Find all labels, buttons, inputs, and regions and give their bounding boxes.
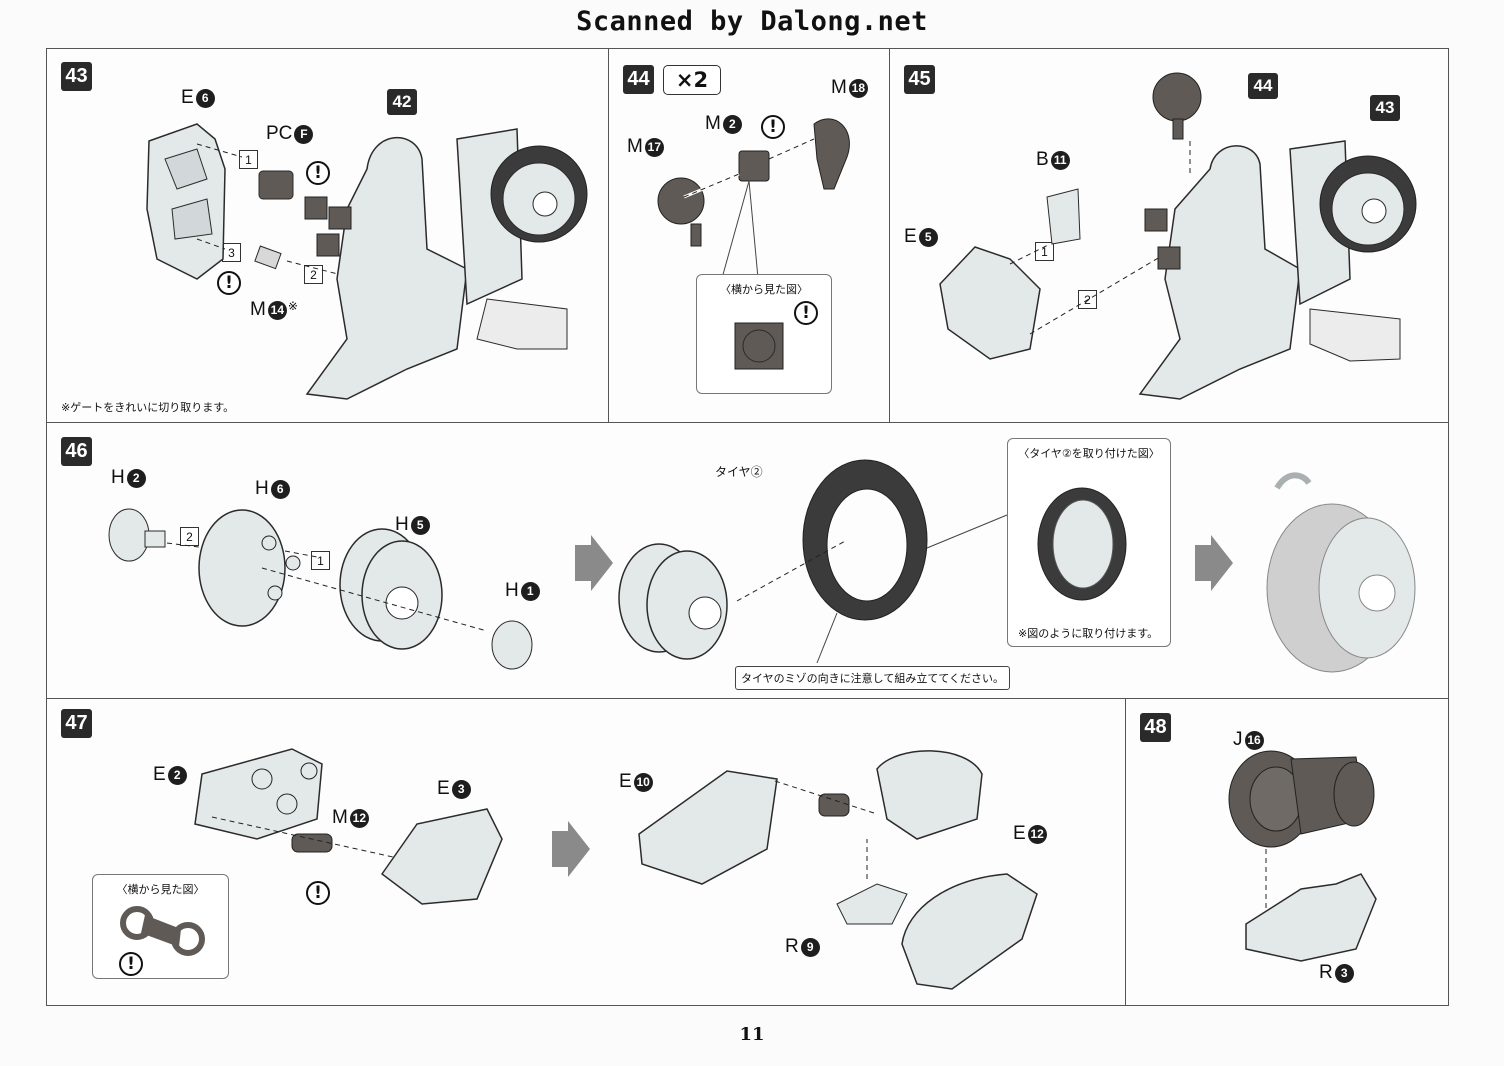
step-number: 44 — [623, 65, 654, 94]
assembly-45-illustration — [939, 72, 1417, 400]
step-number: 47 — [61, 709, 92, 738]
order-marker-1: 1 — [1035, 242, 1054, 261]
side-view-inset: 〈横から見た図〉 ! — [696, 274, 832, 394]
step-number: 45 — [904, 65, 935, 94]
scan-credit: Scanned by Dalong.net — [576, 6, 928, 37]
inset-title: 〈横から見た図〉 — [720, 283, 808, 296]
page-number: 11 — [739, 1024, 765, 1045]
step-number: 43 — [61, 62, 92, 91]
order-marker-2: 2 — [304, 265, 323, 284]
step-number: 48 — [1140, 713, 1171, 742]
inset-title: 〈タイヤ②を取り付けた図〉 — [1018, 447, 1160, 460]
quantity-multiplier: ×2 — [663, 65, 721, 95]
side-view-inset: 〈横から見た図〉 ! — [92, 874, 229, 979]
warning-icon: ! — [119, 952, 143, 976]
step-45-panel: 45 44 43 B11 E5 1 2 — [889, 48, 1449, 423]
step-number: 46 — [61, 437, 92, 466]
part-e6-illustration — [146, 123, 366, 282]
side-view-part — [120, 906, 205, 956]
assembly-48-illustration — [1228, 750, 1377, 962]
part-assembly-illustration — [657, 118, 850, 290]
step-43-note: ※ゲートをきれいに切り取ります。 — [61, 401, 235, 414]
wheel-parts-illustration — [108, 459, 1416, 673]
tire-attached-inset: 〈タイヤ②を取り付けた図〉 ※図のように取り付けます。 — [1007, 438, 1171, 647]
assembly-ref-42: 42 — [387, 89, 417, 115]
gearbox-parts-illustration — [194, 748, 1038, 990]
warning-icon: ! — [306, 161, 330, 185]
assembly-ref-44: 44 — [1248, 73, 1278, 99]
warning-icon: ! — [217, 271, 241, 295]
inset-title: 〈横から見た図〉 — [116, 883, 205, 896]
tire-tread-caution: タイヤのミゾの向きに注意して組み立ててください。 — [735, 666, 1011, 690]
order-marker-1: 1 — [239, 150, 258, 169]
order-marker-1: 1 — [311, 551, 330, 570]
warning-icon: ! — [306, 881, 330, 905]
side-view-part — [734, 322, 784, 370]
tire-attached-view — [1037, 487, 1127, 601]
tire-label: タイヤ② — [715, 465, 763, 479]
warning-icon: ! — [794, 301, 818, 325]
warning-icon: ! — [761, 115, 785, 139]
assembly-ref-43: 43 — [1370, 95, 1400, 121]
inset-note: ※図のように取り付けます。 — [1018, 627, 1159, 640]
assembly-42-illustration — [304, 128, 588, 400]
order-marker-3: 3 — [222, 243, 241, 262]
